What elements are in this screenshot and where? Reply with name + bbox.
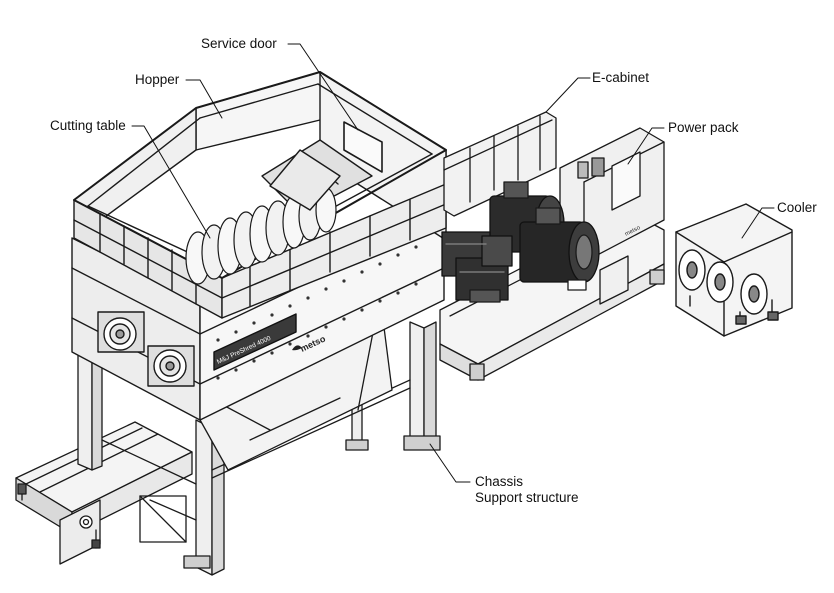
leader-chassis [429, 443, 471, 483]
label-cooler: Cooler [777, 200, 817, 215]
label-service-door: Service door [201, 36, 277, 51]
leader-lines [131, 43, 775, 483]
hydraulic-pumps [441, 231, 513, 303]
label-power-pack: Power pack [668, 120, 739, 135]
power-pack: metso [439, 127, 665, 381]
label-support-structure: Support structure [475, 490, 579, 505]
label-hopper: Hopper [135, 72, 180, 87]
leader-service-door [287, 43, 359, 131]
label-chassis: Chassis [475, 474, 524, 489]
leader-e-cabinet [545, 77, 591, 113]
leader-hopper [185, 79, 223, 119]
bolt-row [216, 245, 418, 380]
leader-cutting-table [131, 125, 211, 239]
service-door-panel [343, 121, 383, 173]
label-e-cabinet: E-cabinet [592, 70, 650, 85]
hopper [73, 71, 447, 319]
brand-logo-icon [292, 345, 302, 351]
cutting-rotor [185, 187, 337, 285]
leader-power-pack [627, 127, 665, 165]
leader-cooler [741, 207, 775, 239]
label-cutting-table: Cutting table [50, 118, 126, 133]
bearing-housing-left [97, 311, 145, 353]
discharge-conveyor [15, 421, 193, 565]
cooler [675, 203, 793, 337]
bearing-housing-right [147, 345, 195, 387]
